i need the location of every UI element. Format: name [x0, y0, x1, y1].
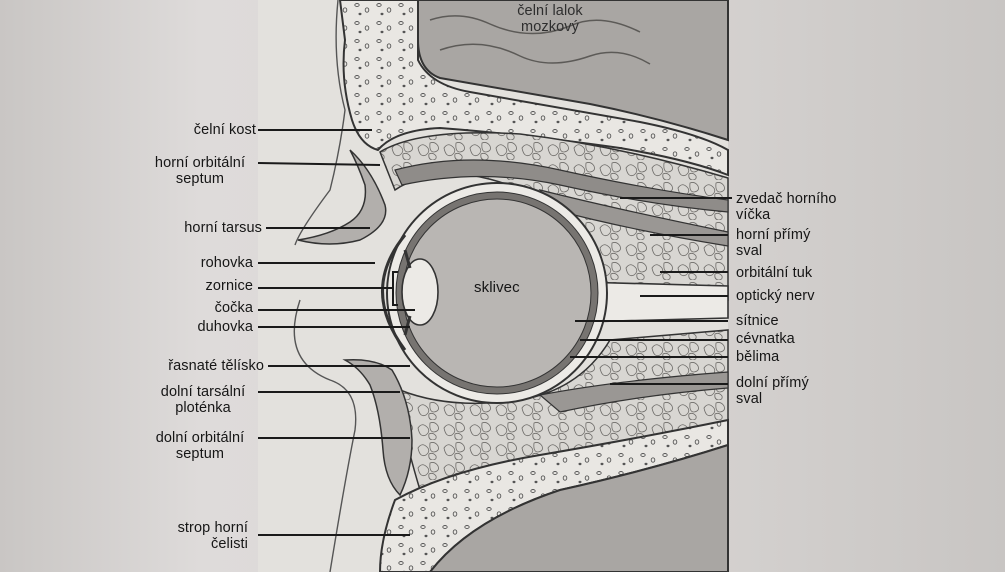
optic-nerve-label: optický nerv — [736, 288, 815, 304]
choroid-label: cévnatka — [736, 331, 795, 347]
ciliary-body-label: řasnaté tělísko — [168, 358, 264, 374]
lens-shape — [402, 259, 438, 325]
vitreous-label: sklivec — [474, 280, 520, 296]
cornea-label: rohovka — [201, 255, 253, 271]
upper-tarsus-label: horní tarsus — [184, 220, 262, 236]
sclera-label: bělima — [736, 349, 779, 365]
frontal-bone-label: čelní kost — [194, 122, 256, 138]
lens-label: čočka — [215, 300, 253, 316]
orbital-fat-label: orbitální tuk — [736, 265, 812, 281]
pupil-label: zornice — [206, 278, 253, 294]
retina-label: sítnice — [736, 313, 779, 329]
iris-label: duhovka — [197, 319, 253, 335]
